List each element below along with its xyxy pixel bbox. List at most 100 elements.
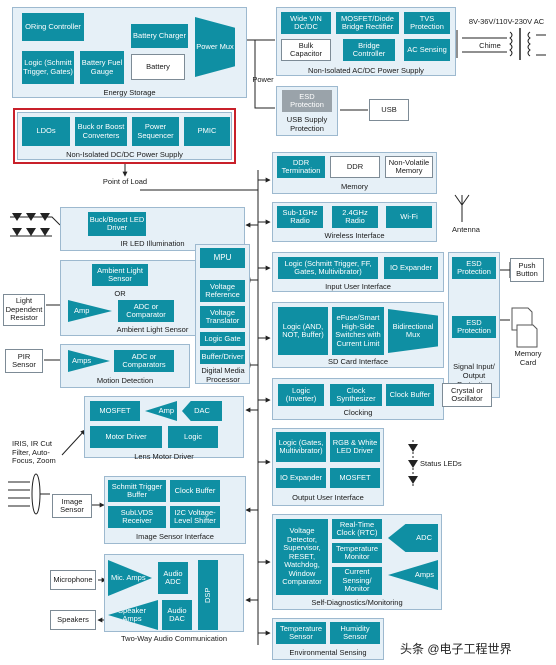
antenna-label: Antenna (452, 225, 480, 234)
speakers-block: Speakers (50, 610, 96, 630)
oring-controller-block: ORing Controller (22, 13, 84, 41)
voltage-range-label: 8V-36V/110V-230V AC (468, 17, 545, 26)
acdc-caption: Non-Isolated AC/DC Power Supply (308, 66, 424, 75)
mosfet-bridge-block: MOSFET/Diode Bridge Rectifier (336, 12, 399, 34)
crystal-oscillator-block: Crystal or Oscillator (442, 383, 492, 407)
battery-block: Battery (131, 54, 185, 80)
status-leds-label: Status LEDs (420, 459, 462, 468)
audio-caption: Two-Way Audio Communication (120, 634, 227, 643)
output-mosfet-block: MOSFET (330, 468, 380, 488)
battery-charger-block: Battery Charger (131, 24, 188, 48)
image-sensor-block: Image Sensor (52, 494, 92, 518)
ldos-block: LDOs (22, 117, 70, 146)
usb-block: USB (369, 99, 409, 121)
logic-schmitt-block: Logic (Schmitt Trigger, Gates) (22, 51, 74, 84)
wide-vin-dcdc-block: Wide VIN DC/DC (281, 12, 331, 34)
voltage-reference-block: Voltage Reference (200, 280, 245, 302)
sublvds-receiver-block: SubLVDS Receiver (108, 506, 166, 528)
push-button-block: Push Button (510, 258, 544, 282)
temperature-sensor-block: Temperature Sensor (276, 622, 326, 644)
clocking-caption: Clocking (343, 408, 373, 417)
ddr-block: DDR (330, 156, 380, 178)
tvs-protection-block: TVS Protection (404, 12, 450, 34)
humidity-sensor-block: Humidity Sensor (330, 622, 380, 644)
wireless-caption: Wireless Interface (324, 231, 385, 240)
lens-caption: Lens Motor Driver (134, 452, 194, 461)
dcdc-caption: Non-Isolated DC/DC Power Supply (66, 150, 183, 159)
power-sequencer-block: Power Sequencer (132, 117, 179, 146)
motion-caption: Motion Detection (96, 376, 154, 385)
rgb-white-led-driver-block: RGB & White LED Driver (330, 432, 380, 462)
ambient-light-sensor-block: Ambient Light Sensor (92, 264, 148, 286)
lens-mosfet-block: MOSFET (90, 401, 140, 421)
dsp-block: DSP (198, 560, 218, 630)
bridge-controller-block: Bridge Controller (343, 39, 395, 61)
microphone-block: Microphone (50, 570, 96, 590)
power-label: Power (252, 75, 274, 84)
clock-synthesizer-block: Clock Synthesizer (330, 384, 382, 406)
audio-dac-block: Audio DAC (162, 600, 192, 630)
output-ui-caption: Output User Interface (292, 493, 364, 502)
temperature-monitor-block: Temperature Monitor (332, 543, 382, 563)
ac-sensing-block: AC Sensing (404, 39, 450, 61)
dcdc-highlight-box (13, 108, 236, 164)
buffer-driver-block: Buffer/Driver (200, 350, 245, 364)
point-of-load-label: Point of Load (102, 177, 148, 186)
dmp-caption: Digital Media Processor (201, 366, 245, 384)
buck-boost-led-driver-block: Buck/Boost LED Driver (88, 212, 146, 236)
pmic-block: PMIC (184, 117, 230, 146)
light-dependent-resistor-block: Light Dependent Resistor (3, 294, 45, 326)
lens-logic-block: Logic (168, 426, 218, 448)
pir-sensor-block: PIR Sensor (5, 349, 43, 373)
output-logic-block: Logic (Gates, Multivibrator) (276, 432, 326, 462)
bulk-capacitor-block: Bulk Capacitor (281, 39, 331, 61)
efuse-switch-block: eFuse/Smart High-Side Switches with Curr… (332, 307, 384, 355)
ambient-adc-comparator-block: ADC or Comparator (118, 300, 174, 322)
power-mux-block: Power Mux (195, 17, 235, 77)
rtc-block: Real-Time Clock (RTC) (332, 519, 382, 539)
current-sensing-block: Current Sensing/ Monitor (332, 567, 382, 595)
environmental-caption: Environmental Sensing (289, 648, 367, 657)
sdcard-caption: SD Card Interface (327, 357, 389, 366)
output-io-expander-block: IO Expander (276, 468, 326, 488)
esd-protection-2-block: ESD Protection (452, 316, 496, 338)
usb-caption: USB Supply Protection (286, 115, 328, 133)
input-logic-block: Logic (Schmitt Trigger, FF, Gates, Multi… (278, 257, 378, 279)
clock-buffer-block: Clock Buffer (386, 384, 434, 406)
or-label: OR (114, 289, 126, 298)
i2c-level-shifter-block: I2C Voltage-Level Shifter (170, 506, 220, 528)
schmitt-trigger-buffer-block: Schmitt Trigger Buffer (108, 480, 166, 502)
ghz-radio-block: 2.4GHz Radio (332, 206, 378, 228)
sub-1ghz-radio-block: Sub-1GHz Radio (277, 206, 323, 228)
buck-boost-converters-block: Buck or Boost Converters (75, 117, 127, 146)
esd-protection-usb-block: ESD Protection (282, 90, 332, 112)
image-clock-buffer-block: Clock Buffer (170, 480, 220, 502)
bidirectional-mux-block: Bidirectional Mux (388, 309, 438, 353)
wifi-block: Wi-Fi (386, 206, 432, 228)
watermark: 头条 @电子工程世界 (400, 642, 512, 656)
image-sensor-caption: Image Sensor Interface (136, 532, 214, 541)
ir-led-caption: IR LED Illumination (120, 239, 185, 248)
ddr-termination-block: DDR Termination (277, 156, 325, 178)
logic-gate-block: Logic Gate (200, 332, 245, 346)
input-io-expander-block: IO Expander (384, 257, 438, 279)
ambient-light-caption: Ambient Light Sensor (116, 325, 189, 334)
memory-caption: Memory (340, 182, 369, 191)
mpu-block: MPU (200, 248, 245, 268)
battery-fuel-gauge-block: Battery Fuel Gauge (80, 51, 124, 84)
motion-adc-comparators-block: ADC or Comparators (114, 350, 174, 372)
voltage-detector-block: Voltage Detector, Supervisor, RESET, Wat… (276, 519, 328, 595)
non-volatile-memory-block: Non-Volatile Memory (385, 156, 433, 178)
iris-label: IRIS, IR Cut Filter, Auto-Focus, Zoom (12, 439, 56, 465)
energy-storage-caption: Energy Storage (103, 88, 156, 97)
memory-card-label: Memory Card (514, 349, 542, 367)
self-diagnostics-caption: Self-Diagnostics/Monitoring (311, 598, 403, 607)
audio-adc-block: Audio ADC (158, 562, 188, 594)
input-ui-caption: Input User Interface (325, 282, 391, 291)
esd-protection-1-block: ESD Protection (452, 257, 496, 279)
lens-dac-block: DAC (182, 401, 222, 421)
sd-logic-block: Logic (AND, NOT, Buffer) (278, 307, 328, 355)
motor-driver-block: Motor Driver (90, 426, 162, 448)
